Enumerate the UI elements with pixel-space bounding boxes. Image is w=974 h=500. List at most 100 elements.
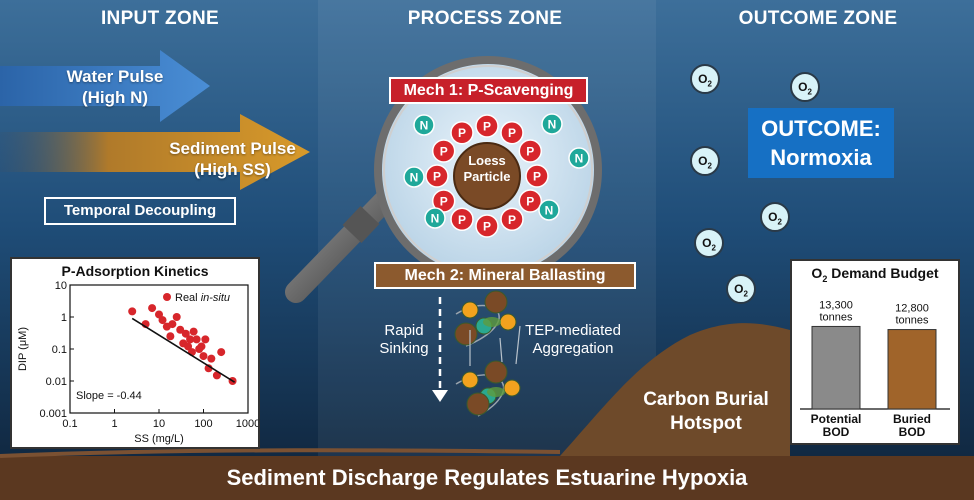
data-point	[128, 307, 137, 316]
loess-particle	[453, 142, 521, 210]
aggregate-particle	[461, 301, 479, 319]
legend-marker	[163, 293, 171, 301]
outcome-box-line2: Normoxia	[770, 145, 872, 170]
p-ion	[525, 164, 549, 188]
temporal-decoupling-box: Temporal Decoupling	[44, 197, 236, 225]
category-label: Buried	[893, 412, 931, 426]
data-point	[148, 304, 157, 313]
y-tick-label: 1	[61, 312, 67, 324]
p-ion-label: P	[483, 120, 491, 134]
category-label: Potential	[811, 412, 862, 426]
data-point	[186, 335, 195, 344]
y-tick-label: 0.001	[39, 408, 67, 420]
o2-subscript: 2	[711, 243, 716, 253]
o2-text: O	[734, 282, 744, 296]
value-label: tonnes	[819, 311, 853, 323]
aggregate-particle	[461, 371, 479, 389]
p-ion	[431, 139, 456, 163]
n-ion-label: N	[431, 212, 440, 226]
budget-title-sub: 2	[822, 273, 828, 284]
p-ion-label: P	[458, 213, 466, 227]
o2-subscript: 2	[743, 289, 748, 299]
data-point	[201, 335, 210, 344]
value-label: 13,300	[819, 299, 853, 311]
particle-label-line2: Particle	[463, 169, 511, 184]
input-zone-title: INPUT ZONE	[100, 8, 220, 29]
p-ion	[518, 139, 543, 163]
sediment-pulse-line2: (High SS)	[194, 160, 271, 179]
o2-text: O	[798, 80, 808, 94]
data-point	[181, 329, 190, 338]
data-point	[176, 325, 185, 334]
n-ion-label: N	[575, 152, 584, 166]
data-point	[158, 316, 167, 325]
o2-bubble: O2	[694, 228, 724, 258]
aggregate-particle	[503, 379, 521, 397]
p-ion-label: P	[526, 195, 534, 209]
p-ion-label: P	[508, 213, 516, 227]
p-ion-label: P	[440, 195, 448, 209]
p-ion-label: P	[508, 126, 516, 140]
n-ion	[403, 166, 425, 188]
n-ion	[413, 114, 435, 136]
value-label: tonnes	[895, 315, 929, 327]
outcome-box: OUTCOME: Normoxia	[748, 108, 894, 178]
n-ion-label: N	[545, 204, 554, 218]
n-ion-label: N	[420, 119, 429, 133]
sediment-pulse-arrow	[0, 114, 310, 190]
p-ion	[500, 207, 524, 232]
o2-subscript: 2	[707, 161, 712, 171]
p-ion	[450, 207, 474, 232]
trend-line	[131, 317, 236, 383]
bar	[811, 325, 861, 410]
o2-bubble: O2	[760, 202, 790, 232]
carbon-burial-line1: Carbon Burial	[643, 389, 769, 410]
p-ion-label: P	[440, 145, 448, 159]
rapid-sinking-line1: Rapid	[384, 322, 424, 339]
p-ion	[450, 120, 474, 145]
mech2-label: Mech 2: Mineral Ballasting	[374, 262, 636, 289]
outcome-box-line1: OUTCOME:	[761, 116, 881, 141]
aggregate-particle	[499, 313, 517, 331]
x-tick-label: 100	[194, 418, 212, 430]
category-label: BOD	[899, 425, 926, 439]
sediment-pulse-line1: Sediment Pulse	[169, 139, 296, 158]
particle-label-line1: Loess	[468, 153, 506, 168]
magnifier-handle	[285, 184, 401, 303]
data-point	[166, 332, 175, 341]
bar	[887, 329, 937, 410]
p-ion-label: P	[433, 170, 441, 184]
tep-label-line1: TEP-mediated	[525, 322, 621, 339]
tep-strand	[515, 325, 521, 365]
aggregate-particle	[484, 290, 508, 314]
water-pulse-line1: Water Pulse	[66, 67, 164, 86]
kinetics-title: P-Adsorption Kinetics	[61, 263, 209, 279]
tep-blob	[487, 387, 505, 397]
data-point	[212, 371, 221, 380]
x-tick-label: 0.1	[62, 418, 77, 430]
x-tick-label: 10	[153, 418, 165, 430]
value-label: 12,800	[895, 303, 929, 315]
data-point	[192, 335, 201, 344]
data-point	[197, 342, 206, 351]
slope-label: Slope = -0.44	[76, 390, 142, 402]
o2-text: O	[768, 210, 778, 224]
data-point	[204, 364, 213, 373]
n-ion-label: N	[410, 171, 419, 185]
aggregate-particle	[484, 360, 508, 384]
x-axis-label: SS (mg/L)	[134, 433, 184, 445]
p-ion-label: P	[526, 145, 534, 159]
x-tick-label: 1000	[236, 418, 258, 430]
p-ion	[425, 164, 449, 188]
data-point	[199, 352, 208, 361]
p-ion	[475, 114, 499, 138]
budget-title-o: O	[811, 265, 823, 281]
p-ion	[518, 189, 543, 213]
water-pulse-arrow	[0, 50, 210, 122]
p-ion-label: P	[483, 220, 491, 234]
o2-subscript: 2	[777, 217, 782, 227]
